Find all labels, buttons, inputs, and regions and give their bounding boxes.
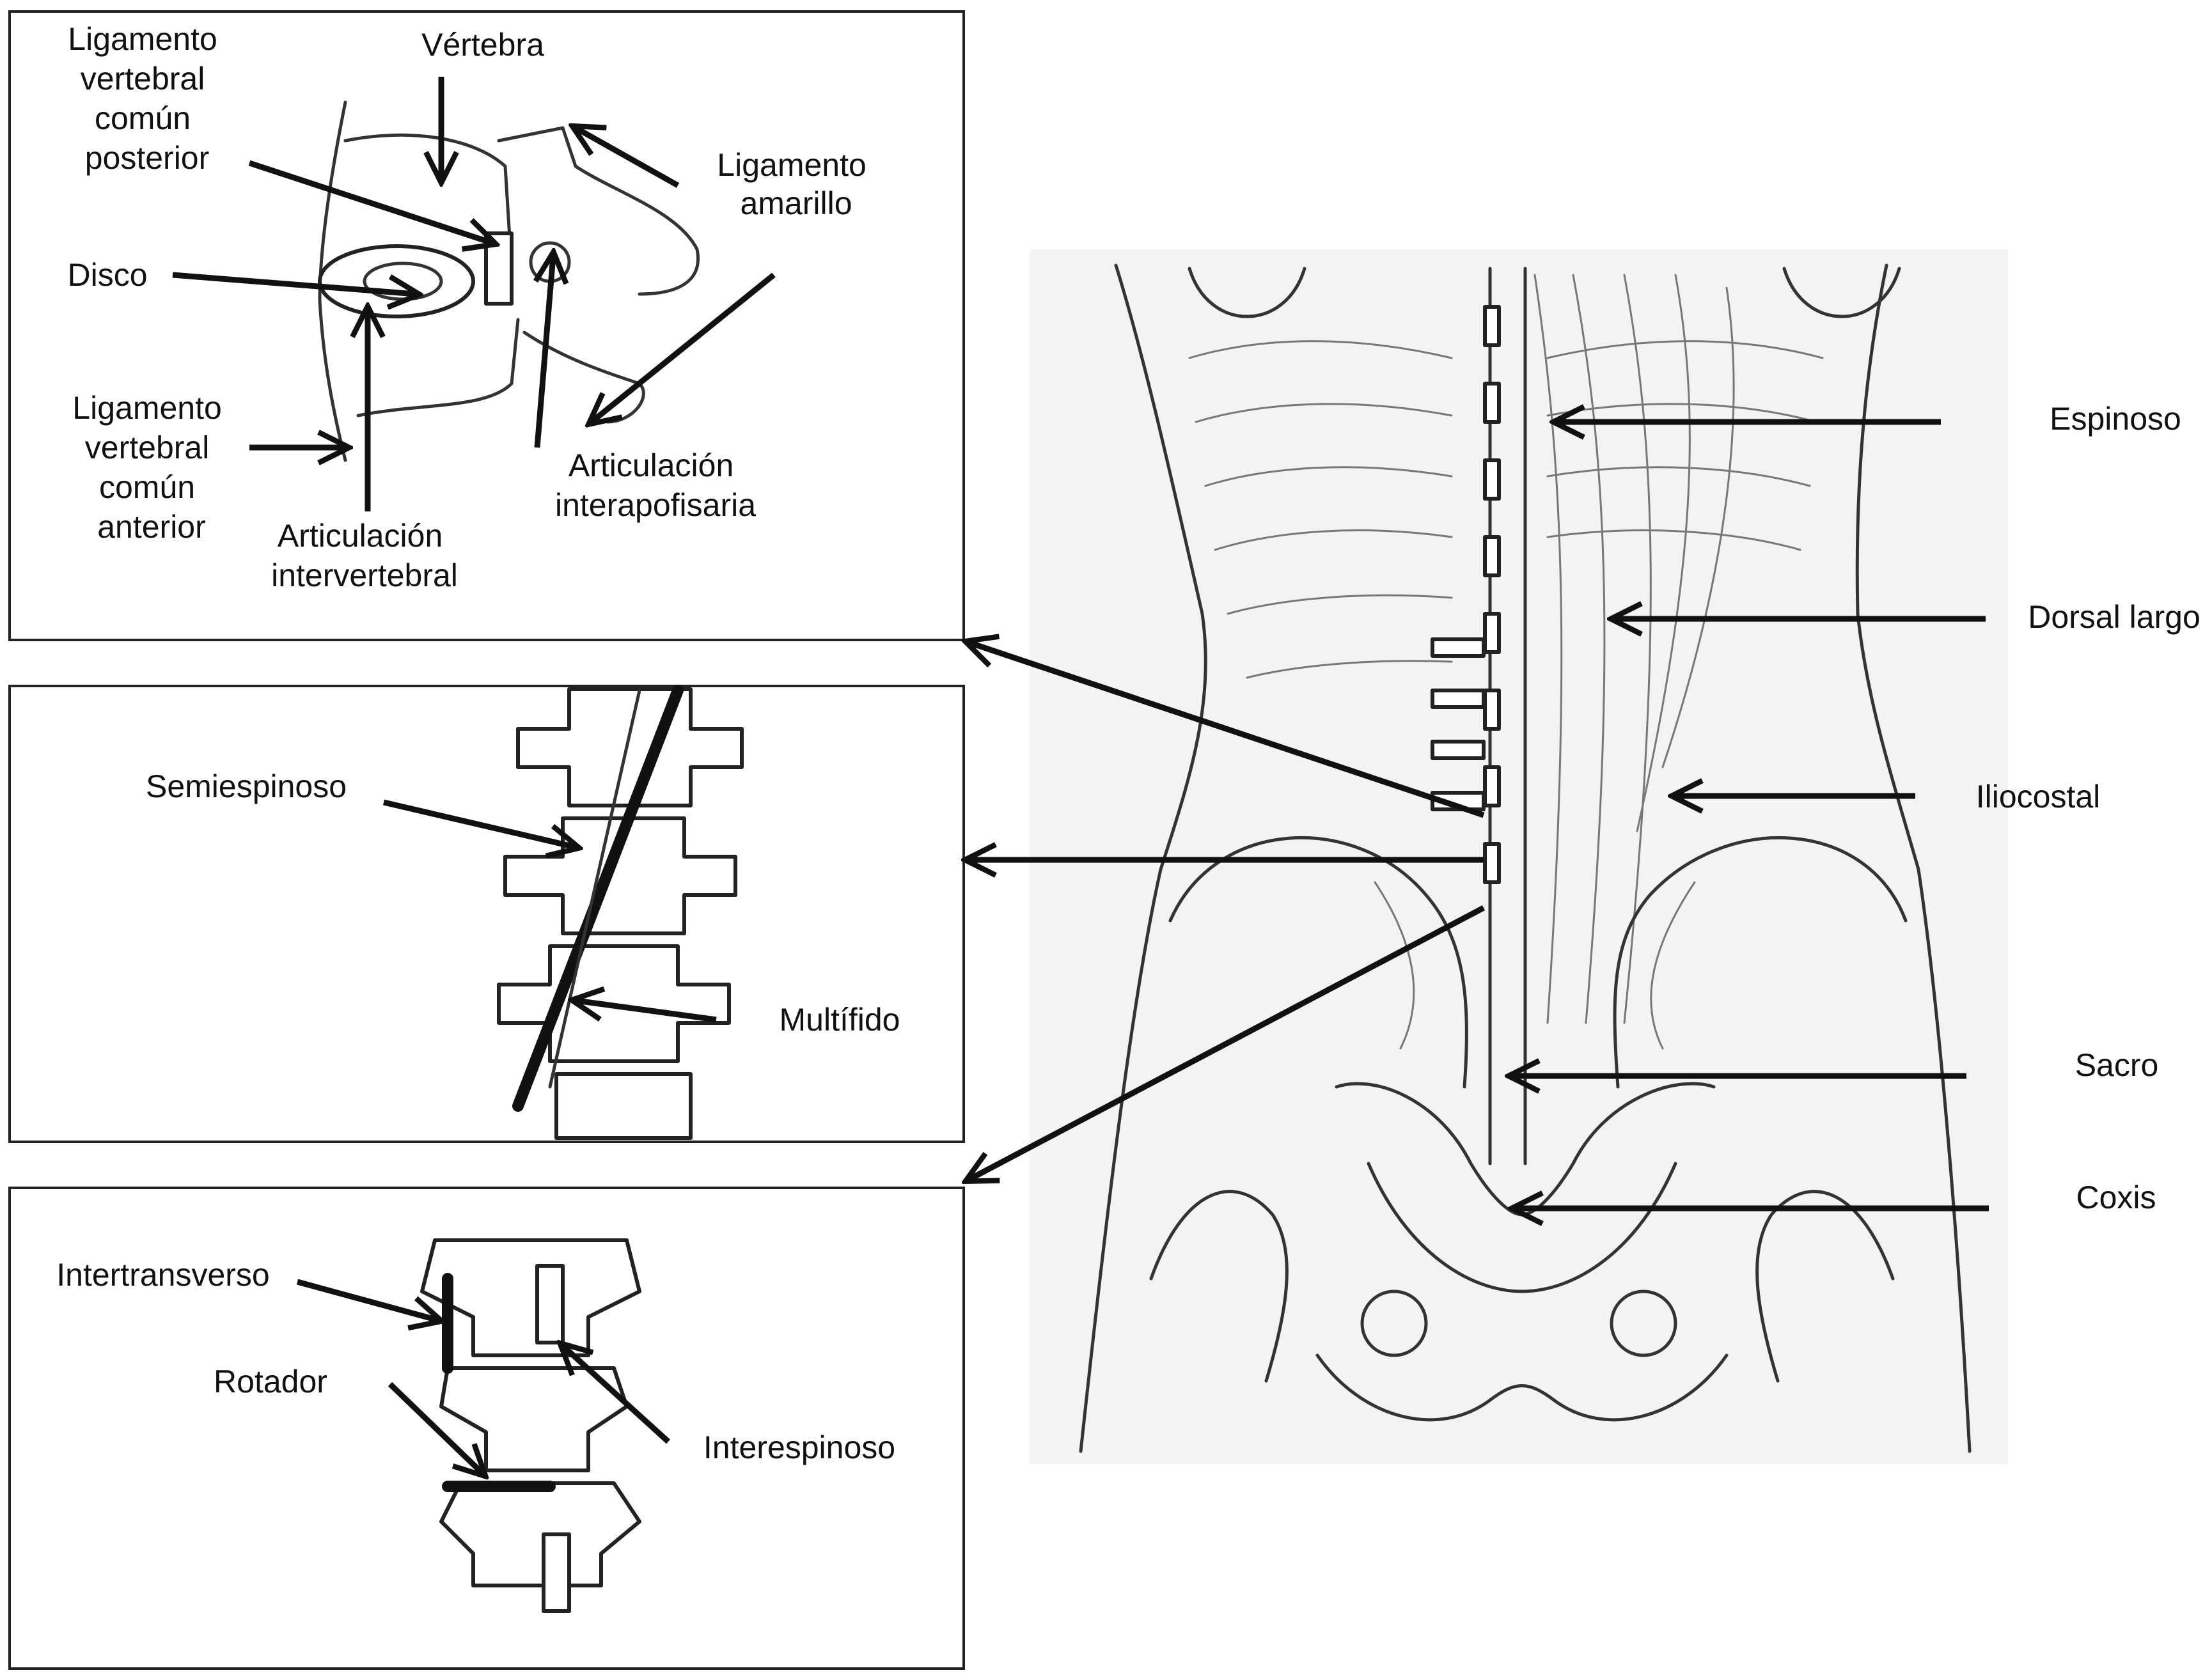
panel-middle-frame <box>8 685 965 1143</box>
panel-short-muscles: Intertransverso Rotador Interespinoso <box>8 1187 965 1670</box>
connector-arrows <box>969 643 1486 1180</box>
label-sacro: Sacro <box>2075 1047 2159 1083</box>
label-intertransverso: Intertransverso <box>56 1257 269 1293</box>
label-espinoso: Espinoso <box>2050 401 2181 437</box>
label-iliocostal: Iliocostal <box>1976 779 2101 814</box>
label-disco: Disco <box>67 257 147 293</box>
label-interespinoso: Interespinoso <box>703 1430 895 1465</box>
panel-top-frame <box>8 10 965 641</box>
label-dorsal-largo: Dorsal largo <box>2028 599 2200 635</box>
label-ligamento-posterior: Ligamento vertebral común posterior <box>68 21 226 176</box>
label-semiespinoso: Semiespinoso <box>146 768 347 804</box>
arrow-to-top-panel <box>969 643 1485 818</box>
semiespinoso-muscle <box>512 685 684 1112</box>
panel-deep-muscles: Semiespinoso Multífido <box>8 685 965 1143</box>
label-ligamento-amarillo: Ligamento amarillo <box>717 147 875 221</box>
label-coxis: Coxis <box>2076 1180 2156 1215</box>
label-articulacion-intervertebral: Articulación intervertebral <box>271 518 458 593</box>
label-articulacion-interapofisaria: Articulación interapofisaria <box>555 448 756 523</box>
label-vertebra: Vértebra <box>421 27 544 63</box>
arrow-to-bottom-panel <box>969 905 1486 1180</box>
back-labels: Espinoso Dorsal largo Iliocostal Sacro C… <box>1512 401 2200 1215</box>
spinous-processes <box>1431 305 1501 884</box>
panel-disc-ligaments: Ligamento vertebral común posterior Vért… <box>8 10 965 641</box>
label-ligamento-anterior: Ligamento vertebral común anterior <box>72 390 230 545</box>
label-multifido: Multífido <box>780 1002 900 1038</box>
label-rotador: Rotador <box>214 1364 327 1399</box>
back-illustration <box>1030 249 2008 1464</box>
